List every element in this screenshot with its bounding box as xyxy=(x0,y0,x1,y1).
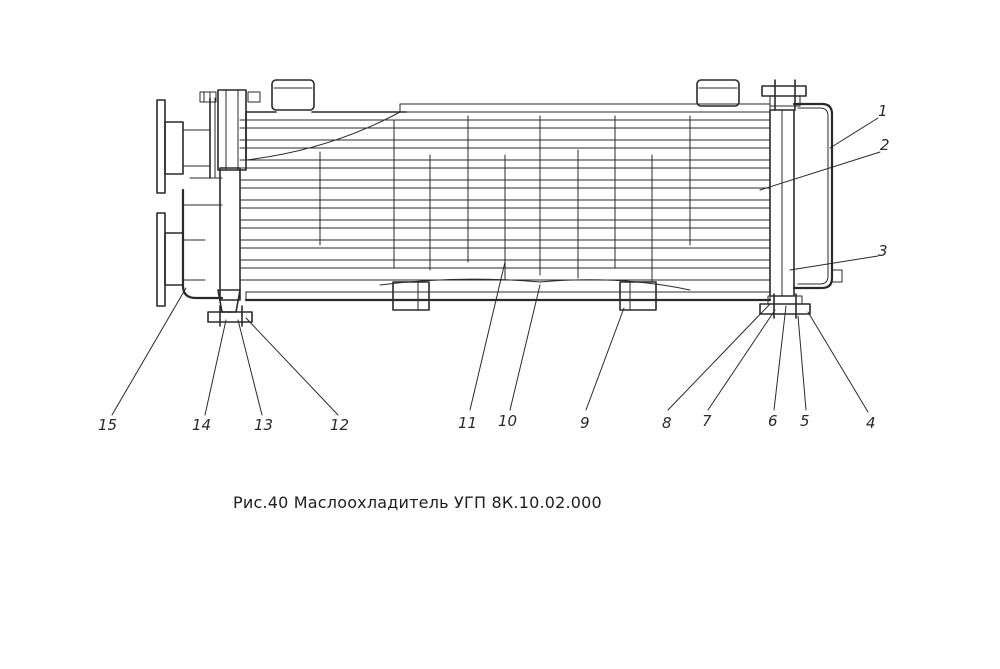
callout-10: 10 xyxy=(498,412,517,430)
right-cover xyxy=(792,102,834,290)
right-top-bolt xyxy=(761,79,807,111)
callout-14: 14 xyxy=(192,416,211,434)
shell-dome xyxy=(245,111,407,161)
callout-4: 4 xyxy=(866,414,876,432)
right-tube-sheet xyxy=(769,109,795,297)
callout-9: 9 xyxy=(580,414,590,432)
callout-8: 8 xyxy=(662,414,672,432)
callout-1: 1 xyxy=(878,102,888,120)
callout-12: 12 xyxy=(330,416,349,434)
outlet-flange-lower xyxy=(156,212,206,307)
drain-fitting xyxy=(831,269,843,283)
inlet-flange-upper xyxy=(156,99,211,194)
callout-13: 13 xyxy=(254,416,273,434)
leader-lines xyxy=(111,117,881,416)
callout-6: 6 xyxy=(768,412,778,430)
left-bottom-bolt xyxy=(199,91,253,327)
callout-numbers: 1 2 3 4 5 6 7 8 9 10 11 12 13 14 15 xyxy=(98,102,890,434)
top-nozzle-right xyxy=(696,79,740,107)
left-water-chamber xyxy=(181,97,224,300)
callout-3: 3 xyxy=(878,242,888,260)
shell xyxy=(244,103,772,302)
baffles xyxy=(319,115,691,283)
callout-11: 11 xyxy=(458,414,477,432)
supports xyxy=(392,281,657,311)
callout-7: 7 xyxy=(702,412,712,430)
left-tube-sheet xyxy=(203,89,261,313)
figure-caption: Рис.40 Маслоохладитель УГП 8К.10.02.000 xyxy=(233,493,602,512)
callout-5: 5 xyxy=(800,412,810,430)
callout-15: 15 xyxy=(98,416,117,434)
callout-2: 2 xyxy=(880,136,890,154)
top-nozzle-left xyxy=(271,79,315,111)
